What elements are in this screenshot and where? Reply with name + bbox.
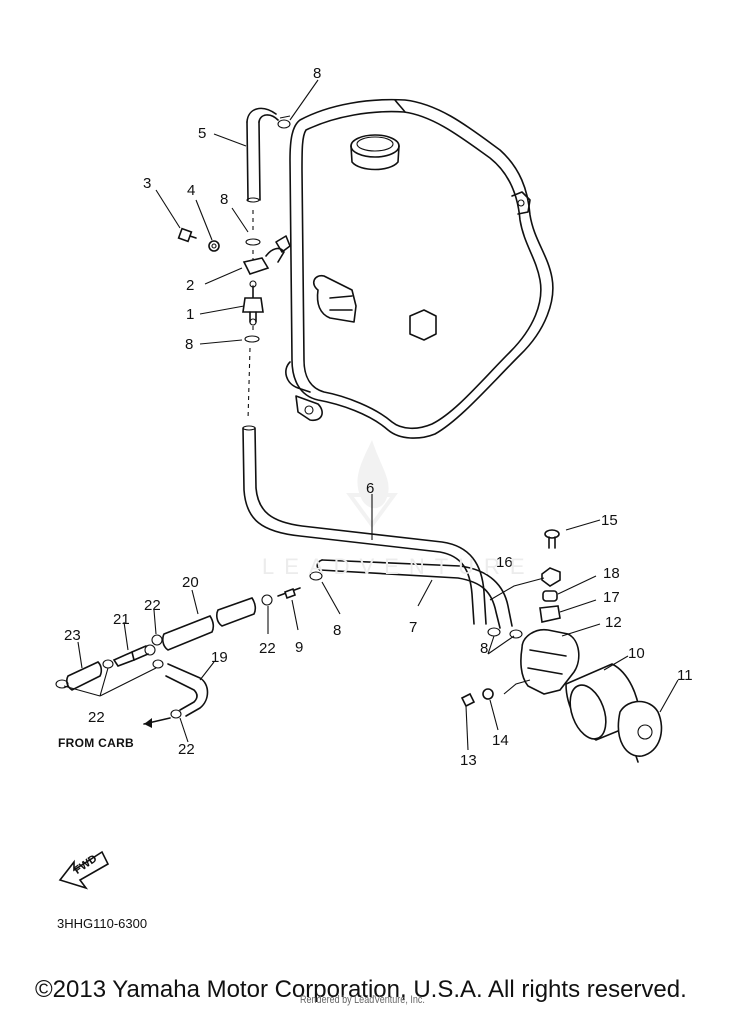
leader-lines [63,79,679,751]
fuel-cock-1 [242,280,264,326]
hose-6 [242,425,487,625]
hose-20 [162,597,257,651]
rendered-by-text: Rendered by LeadVenture, Inc. [300,994,425,1006]
washer-4 [208,240,220,252]
pump-bracket-12 [503,628,580,695]
hose-23 [55,661,103,691]
callout-18: 18 [603,565,620,582]
bracket-2 [242,247,285,275]
callout-16: 16 [496,554,513,571]
callout-23: 23 [64,627,81,644]
callout-2: 2 [186,277,195,294]
callout-17: 17 [603,589,620,606]
hose-19 [165,663,209,719]
callout-1: 1 [186,306,195,323]
callout-13: 13 [460,752,477,769]
callout-14: 14 [492,732,509,749]
callout-6: 6 [366,480,375,497]
bolt-3 [177,227,197,243]
callout-20: 20 [182,574,199,591]
callout-22: 22 [144,597,161,614]
grommet-18 [542,590,558,602]
callout-7: 7 [409,619,418,636]
screw-15 [544,519,601,549]
clamp-8-top [277,115,291,129]
union-9 [261,587,301,606]
callout-22: 22 [178,741,195,758]
fwd-arrow-icon [58,850,110,890]
watermark-text: LEADVENTURE [262,554,535,579]
callout-19: 19 [211,649,228,666]
callout-11: 11 [677,667,693,684]
washer-14 [482,688,494,700]
bolt-13 [460,692,476,708]
callout-8: 8 [220,191,229,208]
fuel-pump [565,663,663,763]
fuel-tank [275,98,554,439]
hose-7 [316,559,513,629]
fitting-21 [112,644,156,667]
callout-4: 4 [187,182,196,199]
callout-8: 8 [480,640,489,657]
callout-3: 3 [143,175,152,192]
callout-5: 5 [198,125,207,142]
collar-17 [539,605,561,623]
copyright-text: ©2013 Yamaha Motor Corporation, U.S.A. A… [35,976,687,1003]
callout-8: 8 [333,622,342,639]
callout-21: 21 [113,611,130,628]
callout-22: 22 [259,640,276,657]
callout-15: 15 [601,512,618,529]
callout-8: 8 [185,336,194,353]
clamp-8-middle [244,335,260,343]
nut-16 [541,567,561,587]
callout-12: 12 [605,614,622,631]
diagram-code: 3HHG110-6300 [57,916,148,931]
callout-9: 9 [295,639,304,656]
callout-10: 10 [628,645,645,662]
clamp-8-upper [245,238,261,246]
callout-8: 8 [313,65,322,82]
from-carb-label: FROM CARB [58,736,135,750]
hose-5 [246,107,279,203]
callout-22: 22 [88,709,105,726]
